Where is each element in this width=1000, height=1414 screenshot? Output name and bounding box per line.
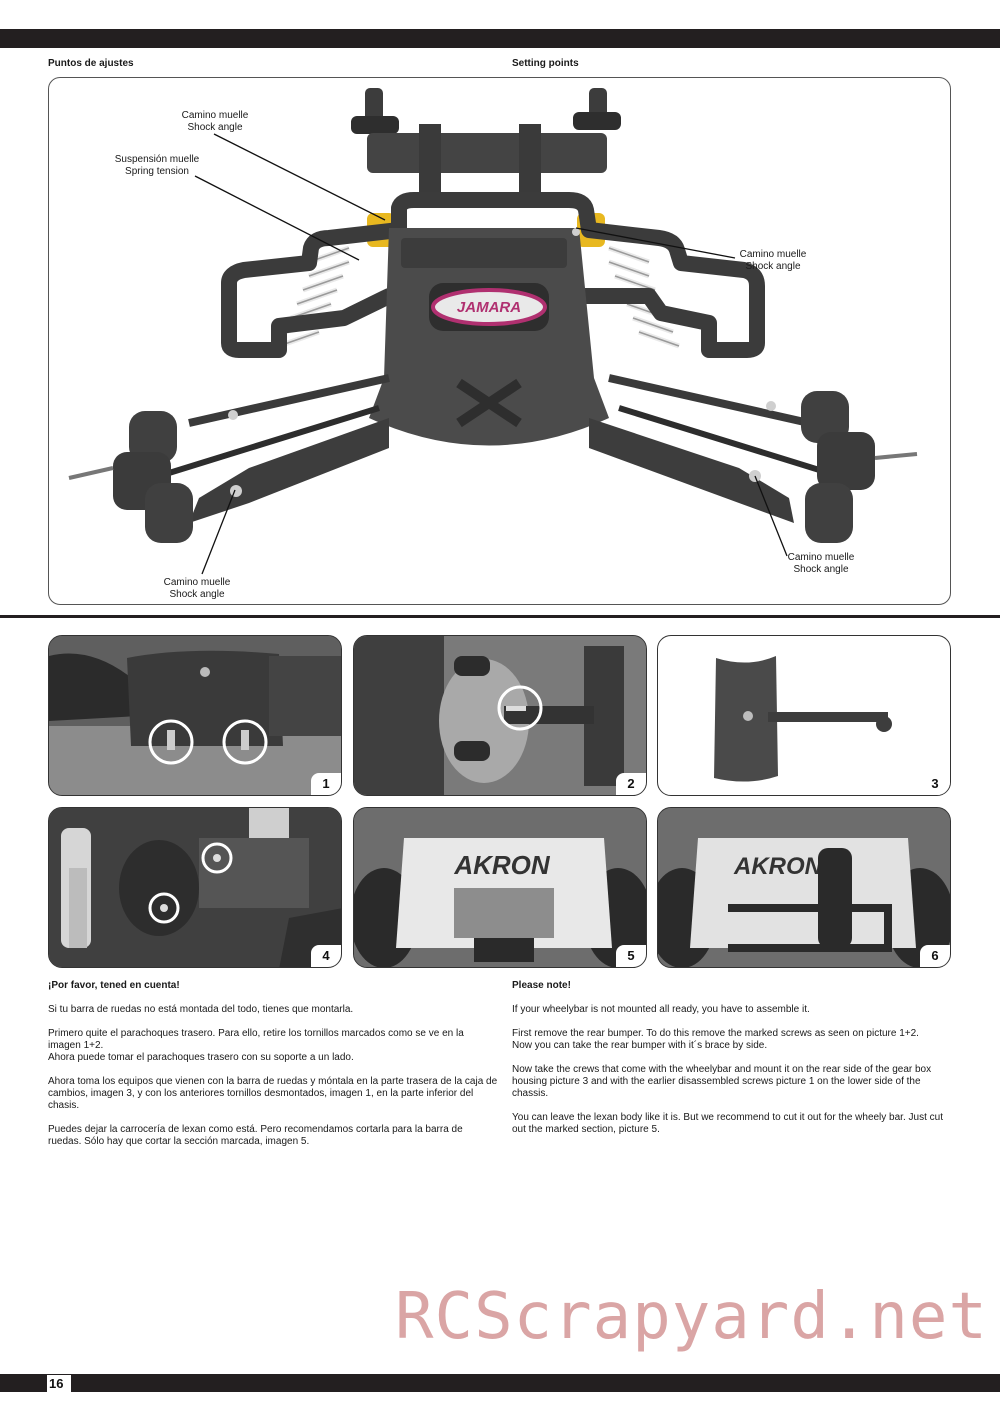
instructions-english: Please note! If your wheelybar is not mo… [512,980,952,1148]
photo-4-gearbox-screws: 4 [48,807,342,968]
section-divider [0,615,1000,618]
setting-points-diagram: JAMARA Camino muelle [48,77,951,605]
photo-3-number: 3 [920,773,950,795]
bottom-band [0,1374,1000,1392]
spanish-note-title: ¡Por favor, tened en cuenta! [48,980,180,991]
english-paragraph-2b: Now you can take the rear bumper with it… [512,1040,768,1051]
photo-4-number: 4 [311,945,341,967]
photo-2-number: 2 [616,773,646,795]
english-note-title: Please note! [512,980,571,991]
photo-6-number: 6 [920,945,950,967]
callout-shock-angle-bottom-left: Camino muelle Shock angle [163,577,231,600]
spanish-paragraph-4: Puedes dejar la carrocería de lexan como… [48,1124,463,1147]
heading-spanish: Puntos de ajustes [48,58,134,69]
photo-1-chassis-screws: 1 [48,635,342,796]
spanish-paragraph-1: Si tu barra de ruedas no está montada de… [48,1004,354,1015]
english-paragraph-3: Now take the crews that come with the wh… [512,1064,932,1099]
jamara-logo: JAMARA [457,299,521,316]
callout-spring-tension: Suspensión muelle Spring tension [114,154,200,177]
photo-5-number: 5 [616,945,646,967]
callout-leader-lines [194,133,788,575]
watermark: RCScrapyard.net [395,1280,988,1354]
truck-rear-illustration: JAMARA [68,88,918,575]
photo-6-body-logo: AKRON [733,853,823,880]
photo-6-wheelybar-mounted: AKRON 6 [657,807,951,968]
photo-1-number: 1 [311,773,341,795]
english-paragraph-4: You can leave the lexan body like it is.… [512,1112,943,1135]
spanish-paragraph-2a: Primero quite el parachoques trasero. Pa… [48,1028,464,1051]
callout-shock-angle-top-left: Camino muelle Shock angle [181,110,249,133]
callout-shock-angle-right: Camino muelle Shock angle [739,249,807,272]
page-number: 16 [47,1375,72,1392]
callout-shock-angle-bottom-right: Camino muelle Shock angle [787,552,855,575]
spanish-paragraph-3: Ahora toma los equipos que vienen con la… [48,1076,498,1111]
english-paragraph-1: If your wheelybar is not mounted all rea… [512,1004,810,1015]
top-band [0,29,1000,48]
photo-3-wheelybar-part: 3 [657,635,951,796]
photo-5-body-logo: AKRON [453,850,551,880]
photo-2-bumper-brace-screw: 2 [353,635,647,796]
english-paragraph-2a: First remove the rear bumper. To do this… [512,1028,919,1039]
spanish-paragraph-2b: Ahora puede tomar el parachoques trasero… [48,1052,354,1063]
photo-5-body-cut-section: AKRON 5 [353,807,647,968]
heading-english: Setting points [512,58,579,69]
instructions-spanish: ¡Por favor, tened en cuenta! Si tu barra… [48,980,498,1160]
